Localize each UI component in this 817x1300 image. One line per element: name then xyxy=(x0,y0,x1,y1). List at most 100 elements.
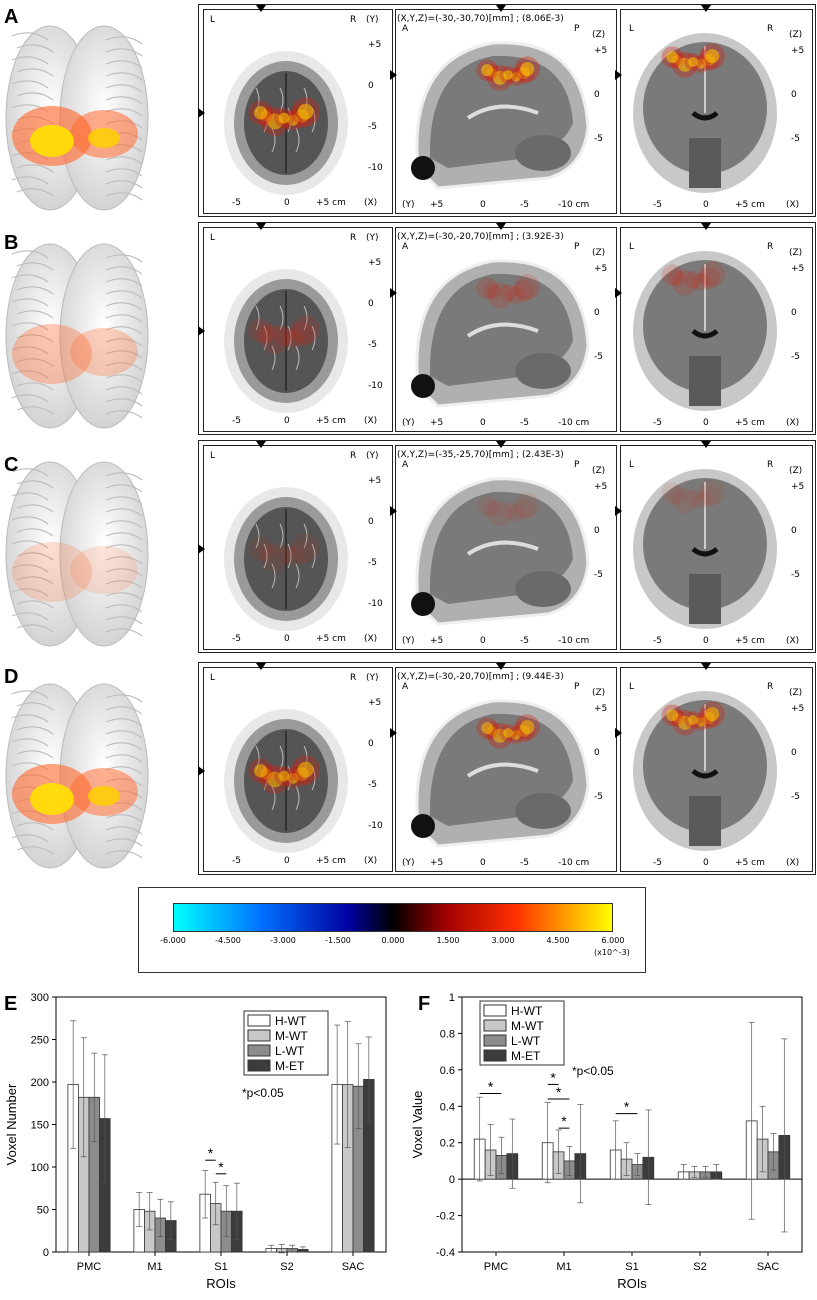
axial-slice xyxy=(224,51,348,195)
z-tick: -5 xyxy=(594,352,603,362)
legend-entry: M-ET xyxy=(511,1049,541,1063)
activation-overlay xyxy=(476,274,540,309)
y-tick: +5 xyxy=(368,698,382,708)
significance-star: * xyxy=(561,1113,567,1129)
activation-overlay xyxy=(661,701,725,736)
label-l: L xyxy=(629,460,635,470)
z-tick: 0 xyxy=(594,308,600,318)
label-r: R xyxy=(350,673,357,683)
activation-overlay xyxy=(661,479,725,514)
colorbar-tick: 3.000 xyxy=(491,936,515,945)
y-tick-label: 300 xyxy=(31,993,49,1004)
slice-marker-icon xyxy=(496,223,506,230)
label-a: A xyxy=(402,460,409,470)
slice-marker-icon xyxy=(615,728,622,738)
x-tick: 0 xyxy=(284,416,290,426)
label-r: R xyxy=(350,15,357,25)
x-tick-label: PMC xyxy=(484,1261,509,1273)
label-p: P xyxy=(574,460,580,470)
z-tick: 0 xyxy=(594,90,600,100)
slice-marker-icon xyxy=(701,663,711,670)
x-tick: -5 xyxy=(653,636,662,646)
z-tick: 0 xyxy=(791,748,797,758)
sagittal-slice xyxy=(411,259,590,408)
activation-overlay xyxy=(476,714,540,749)
axis-label-y: (Y) xyxy=(366,15,379,25)
y-tick: +5 xyxy=(430,418,444,428)
x-tick: -5 xyxy=(232,416,241,426)
y-tick: -5 xyxy=(520,636,529,646)
activation-overlay xyxy=(248,315,320,354)
activation-overlay xyxy=(248,533,320,572)
colorbar-tick: -4.500 xyxy=(215,936,241,945)
x-tick: +5 cm xyxy=(316,416,346,426)
slice-marker-icon xyxy=(198,326,205,336)
activation-overlay xyxy=(248,755,320,794)
y-tick: -5 xyxy=(520,418,529,428)
axis-label-z: (Z) xyxy=(789,688,803,698)
label-a: A xyxy=(402,24,409,34)
axis-label-y: (Y) xyxy=(402,200,415,210)
activation-overlay xyxy=(661,43,725,78)
y-tick-label: 0.4 xyxy=(440,1101,455,1113)
axis-label-z: (Z) xyxy=(592,688,606,698)
slice-marker-icon xyxy=(496,5,506,12)
y-tick: 0 xyxy=(480,636,486,646)
axis-label-y: (Y) xyxy=(366,673,379,683)
axis-label-z: (Z) xyxy=(592,466,606,476)
x-tick-label: M1 xyxy=(556,1261,571,1273)
z-tick: -5 xyxy=(594,792,603,802)
y-tick: +5 xyxy=(430,858,444,868)
x-tick: 0 xyxy=(284,198,290,208)
x-axis-label: ROIs xyxy=(617,1276,647,1291)
activation-overlay xyxy=(248,97,320,136)
y-tick-label: 250 xyxy=(31,1035,49,1047)
legend: H-WTM-WTL-WTM-ET xyxy=(479,1000,565,1066)
y-tick-label: 0 xyxy=(449,1174,455,1186)
colorbar-tick: -1.500 xyxy=(325,936,351,945)
z-tick: +5 xyxy=(791,482,805,492)
axis-label-x: (X) xyxy=(364,856,378,866)
label-l: L xyxy=(210,451,216,461)
x-tick: +5 cm xyxy=(316,856,346,866)
panel-letter-e: E xyxy=(4,993,18,1015)
slice-marker-icon xyxy=(390,728,397,738)
axis-label-z: (Z) xyxy=(789,30,803,40)
y-tick: -5 xyxy=(368,340,377,350)
colorbar-tick: -6.000 xyxy=(160,936,186,945)
label-p: P xyxy=(574,682,580,692)
x-tick: +5 cm xyxy=(735,636,765,646)
x-tick: +5 cm xyxy=(735,418,765,428)
z-tick: 0 xyxy=(594,748,600,758)
z-tick: +5 xyxy=(791,264,805,274)
slice-marker-icon xyxy=(390,70,397,80)
y-tick: 0 xyxy=(368,517,374,527)
y-tick: -5 xyxy=(368,558,377,568)
x-tick: -5 xyxy=(232,856,241,866)
label-r: R xyxy=(767,24,774,34)
label-r: R xyxy=(350,451,357,461)
y-tick: 0 xyxy=(480,858,486,868)
significance-star: * xyxy=(624,1099,630,1115)
x-tick-label: S2 xyxy=(693,1261,706,1273)
y-tick: +5 xyxy=(368,40,382,50)
significance-star: * xyxy=(208,1145,214,1161)
slice-marker-icon xyxy=(198,766,205,776)
x-tick: -5 xyxy=(232,634,241,644)
label-r: R xyxy=(767,460,774,470)
significance-star: * xyxy=(488,1079,494,1095)
y-axis-label: Voxel Value xyxy=(410,1091,425,1159)
x-tick-label: SAC xyxy=(757,1261,780,1273)
y-tick: 0 xyxy=(480,200,486,210)
legend-entry: M-WT xyxy=(511,1019,544,1033)
y-tick: -10 xyxy=(368,163,383,173)
